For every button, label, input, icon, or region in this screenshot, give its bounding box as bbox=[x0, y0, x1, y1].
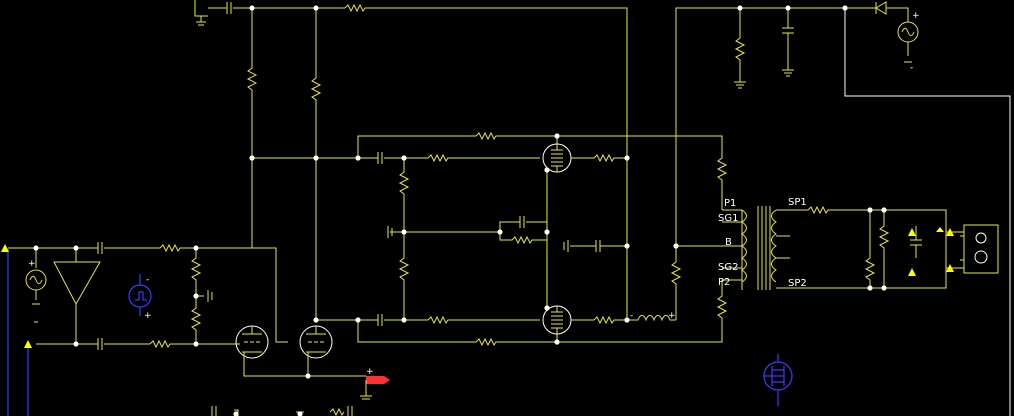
label-sp1: SP1 bbox=[788, 197, 807, 208]
label-b: B bbox=[725, 237, 732, 248]
label-sg2: SG2 bbox=[718, 262, 738, 273]
triode-left[interactable] bbox=[235, 325, 308, 377]
label-p2: P2 bbox=[718, 277, 730, 288]
inductor-minus: - bbox=[630, 311, 633, 321]
probe-plus: + bbox=[366, 367, 374, 377]
terminal-markers[interactable] bbox=[1, 227, 954, 348]
input-section[interactable] bbox=[7, 242, 252, 416]
ac-source-minus: - bbox=[910, 63, 913, 73]
pentode-top[interactable] bbox=[542, 135, 728, 210]
left-plate-resistors[interactable] bbox=[246, 8, 358, 330]
bias-column[interactable] bbox=[563, 7, 845, 322]
power-supply[interactable] bbox=[734, 1, 1011, 416]
probe[interactable] bbox=[360, 376, 390, 400]
top-rail-left[interactable] bbox=[194, 0, 628, 158]
output-transformer[interactable] bbox=[722, 205, 870, 290]
pulse-source-plus: + bbox=[144, 311, 152, 321]
bottom-partial bbox=[211, 406, 353, 416]
triode-right[interactable] bbox=[275, 325, 366, 377]
phase-splitter-network[interactable] bbox=[316, 131, 558, 347]
label-p1: P1 bbox=[724, 198, 736, 209]
input-source-plus: + bbox=[28, 259, 36, 269]
junction-nodes bbox=[33, 5, 887, 416]
vacuum-tube-icon bbox=[763, 354, 793, 406]
ac-source-plus: + bbox=[912, 11, 920, 21]
label-sp2: SP2 bbox=[788, 278, 807, 289]
speaker-load[interactable] bbox=[864, 209, 999, 289]
pentode-bottom[interactable] bbox=[542, 280, 728, 343]
inductor-plus: + bbox=[668, 311, 676, 321]
pulse-source-minus: - bbox=[146, 275, 149, 285]
label-sg1: SG1 bbox=[718, 213, 738, 224]
